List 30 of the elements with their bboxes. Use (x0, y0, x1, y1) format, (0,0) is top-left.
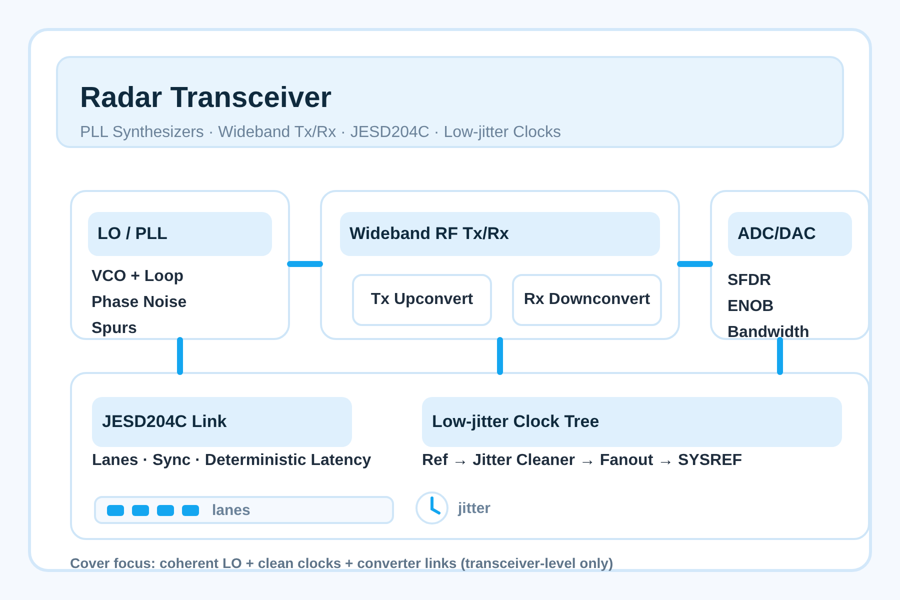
subtitle: PLL Synthesizers · Wideband Tx/Rx · JESD204C · Low-jitter Clocks (80, 124, 562, 142)
section-heading: Low-jitter Clock Tree (422, 397, 842, 447)
panel-box (70, 372, 870, 540)
block-heading: LO / PLL (88, 212, 272, 256)
connector-line (287, 261, 323, 267)
lanes-bar (94, 496, 394, 524)
section-description: Lanes · Sync · Deterministic Latency (92, 452, 372, 470)
block-card (320, 190, 680, 340)
connector-line (777, 337, 783, 375)
block-card (710, 190, 870, 340)
block-feature: VCO + Loop (92, 268, 184, 286)
icon-label: jitter (458, 500, 491, 517)
section-heading: JESD204C Link (92, 397, 352, 447)
block-heading: ADC/DAC (728, 212, 852, 256)
block-card (70, 190, 290, 340)
block-feature: Spurs (92, 320, 137, 338)
block-feature: SFDR (728, 272, 772, 290)
sub-block: Tx Upconvert (352, 274, 492, 326)
block-feature: Phase Noise (92, 294, 187, 312)
caption: Cover focus: coherent LO + clean clocks + converter links (transceiver-level only) (70, 555, 614, 571)
connector-line (177, 337, 183, 375)
block-feature: ENOB (728, 298, 774, 316)
block-heading: Wideband RF Tx/Rx (340, 212, 660, 256)
lanes-label: lanes (212, 502, 250, 519)
diagram-title: Radar Transceiver (80, 82, 332, 115)
connector-line (497, 337, 503, 375)
section-description: Ref → Jitter Cleaner → Fanout → SYSREF (422, 452, 742, 470)
block-feature: Bandwidth (728, 324, 810, 342)
connector-line (677, 261, 713, 267)
sub-block: Rx Downconvert (512, 274, 662, 326)
